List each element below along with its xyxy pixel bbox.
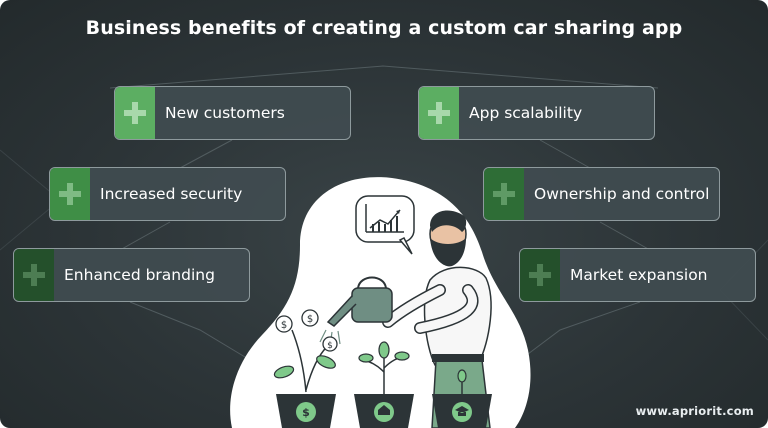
plus-icon [484, 168, 524, 220]
house-icon [378, 405, 390, 415]
benefit-card-app-scalability: App scalability [418, 86, 655, 140]
dollar-coin-icon: $ [301, 309, 319, 327]
graduation-plant [457, 369, 467, 394]
benefit-label: App scalability [469, 104, 583, 122]
benefit-label: Increased security [100, 185, 243, 203]
benefit-label: Enhanced branding [64, 266, 215, 284]
plus-icon [115, 87, 155, 139]
graduation-cap-icon [455, 406, 469, 416]
benefit-card-new-customers: New customers [114, 86, 351, 140]
plus-icon [520, 249, 560, 301]
pots: $ [276, 394, 492, 428]
dollar-coin-icon: $ [322, 336, 338, 352]
money-plant: $ $ $ [273, 309, 338, 393]
svg-text:$: $ [281, 320, 287, 331]
plus-icon [14, 249, 54, 301]
watermark: www.apriorit.com [635, 404, 754, 418]
svg-text:$: $ [307, 314, 313, 325]
svg-text:$: $ [327, 341, 333, 351]
watering-can-icon [319, 276, 393, 347]
benefit-card-ownership-and-control: Ownership and control [483, 167, 720, 221]
page-title: Business benefits of creating a custom c… [85, 17, 683, 39]
benefit-label: Ownership and control [534, 185, 710, 203]
benefit-label: New customers [165, 104, 285, 122]
benefit-card-enhanced-branding: Enhanced branding [13, 248, 250, 302]
benefit-card-increased-security: Increased security [49, 167, 286, 221]
dollar-coin-icon: $ [275, 315, 293, 333]
dollar-coin-icon: $ [302, 406, 310, 419]
plus-icon [419, 87, 459, 139]
benefit-label: Market expansion [570, 266, 708, 284]
chart-speech-bubble-icon [355, 195, 415, 255]
benefit-card-market-expansion: Market expansion [519, 248, 756, 302]
house-plant [358, 341, 410, 394]
plus-icon [50, 168, 90, 220]
